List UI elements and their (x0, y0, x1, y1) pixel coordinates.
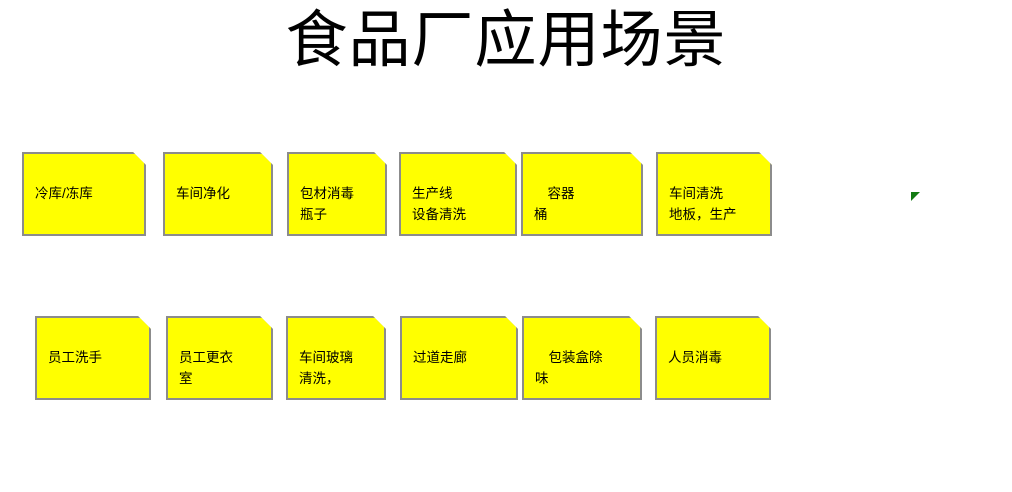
card-packaging-disinfection[interactable]: 包材消毒 瓶子 (287, 152, 387, 236)
card-label: 包材消毒 瓶子 (300, 186, 354, 222)
card-label: 车间净化 (176, 186, 230, 201)
card-workshop-purification[interactable]: 车间净化 (163, 152, 273, 236)
card-label: 车间清洗 地板，生产 (669, 186, 737, 222)
card-label: 包装盒除 味 (535, 350, 603, 386)
green-corner-marker-icon (911, 192, 920, 201)
card-label: 员工洗手 (48, 350, 102, 365)
card-label: 人员消毒 (668, 350, 722, 365)
card-cold-storage[interactable]: 冷库/冻库 (22, 152, 146, 236)
card-staff-handwashing[interactable]: 员工洗手 (35, 316, 151, 400)
card-label: 容器 桶 (534, 186, 575, 222)
card-label: 过道走廊 (413, 350, 467, 365)
card-label: 员工更衣 室 (179, 350, 233, 386)
card-label: 车间玻璃 清洗， (299, 350, 353, 386)
card-label: 生产线 设备清洗 (412, 186, 466, 222)
card-production-line[interactable]: 生产线 设备清洗 (399, 152, 517, 236)
card-aisle-corridor[interactable]: 过道走廊 (400, 316, 518, 400)
card-label: 冷库/冻库 (35, 186, 93, 201)
card-staff-changing-room[interactable]: 员工更衣 室 (166, 316, 273, 400)
card-packaging-box-deodorization[interactable]: 包装盒除 味 (522, 316, 642, 400)
card-workshop-cleaning[interactable]: 车间清洗 地板，生产 (656, 152, 772, 236)
card-personnel-disinfection[interactable]: 人员消毒 (655, 316, 771, 400)
card-container-barrel[interactable]: 容器 桶 (521, 152, 643, 236)
page-title: 食品厂应用场景 (285, 7, 727, 75)
card-workshop-glass-cleaning[interactable]: 车间玻璃 清洗， (286, 316, 386, 400)
